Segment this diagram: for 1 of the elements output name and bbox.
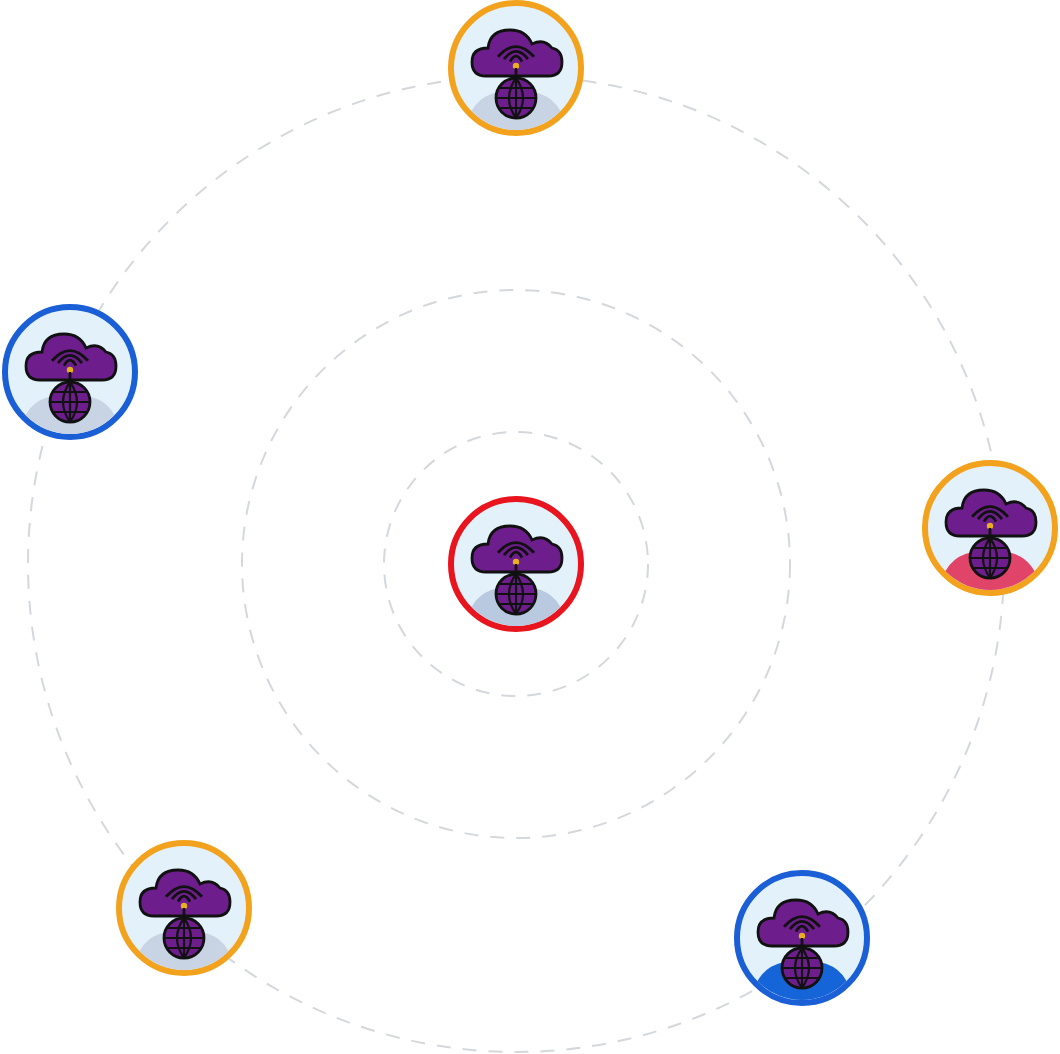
avatar-circle xyxy=(116,840,252,976)
